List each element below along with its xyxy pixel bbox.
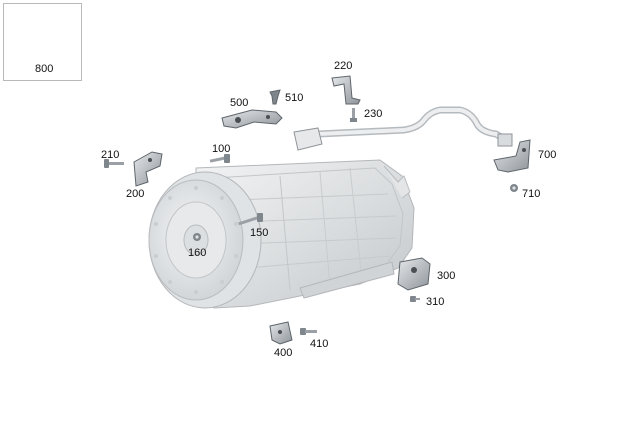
part-label-310[interactable]: 310 — [426, 296, 445, 308]
clip-510-drawing — [269, 89, 281, 105]
part-label-150[interactable]: 150 — [250, 227, 269, 239]
inset-box — [3, 3, 82, 81]
part-label-410[interactable]: 410 — [310, 338, 329, 350]
part-label-510[interactable]: 510 — [285, 92, 304, 104]
part-label-500[interactable]: 500 — [230, 97, 249, 109]
bell-housing — [148, 171, 262, 309]
part-label-710[interactable]: 710 — [522, 188, 541, 200]
bolt-210-drawing — [104, 159, 124, 168]
nut-160-drawing — [193, 233, 201, 241]
cable-harness-drawing — [293, 106, 513, 151]
bolt-230-drawing — [350, 108, 357, 122]
bracket-300-drawing — [397, 257, 431, 291]
bracket-220-drawing — [331, 75, 361, 105]
bolt-100-drawing — [209, 154, 230, 163]
bolt-310-drawing — [410, 296, 420, 302]
part-label-210[interactable]: 210 — [101, 149, 120, 161]
part-label-230[interactable]: 230 — [364, 108, 383, 120]
bolt-150-drawing — [238, 213, 263, 226]
bolt-410-drawing — [300, 328, 317, 335]
part-label-800[interactable]: 800 — [35, 63, 54, 75]
part-label-220[interactable]: 220 — [334, 60, 353, 72]
part-label-200[interactable]: 200 — [126, 188, 145, 200]
bracket-200-drawing — [133, 151, 163, 187]
part-label-160[interactable]: 160 — [188, 247, 207, 259]
bracket-700-drawing — [493, 139, 531, 173]
bracket-400-drawing — [269, 321, 293, 345]
part-label-700[interactable]: 700 — [538, 149, 557, 161]
part-label-100[interactable]: 100 — [212, 143, 231, 155]
bracket-500-drawing — [221, 109, 283, 129]
nut-710-drawing — [510, 184, 518, 192]
part-label-300[interactable]: 300 — [437, 270, 456, 282]
part-label-400[interactable]: 400 — [274, 347, 293, 359]
